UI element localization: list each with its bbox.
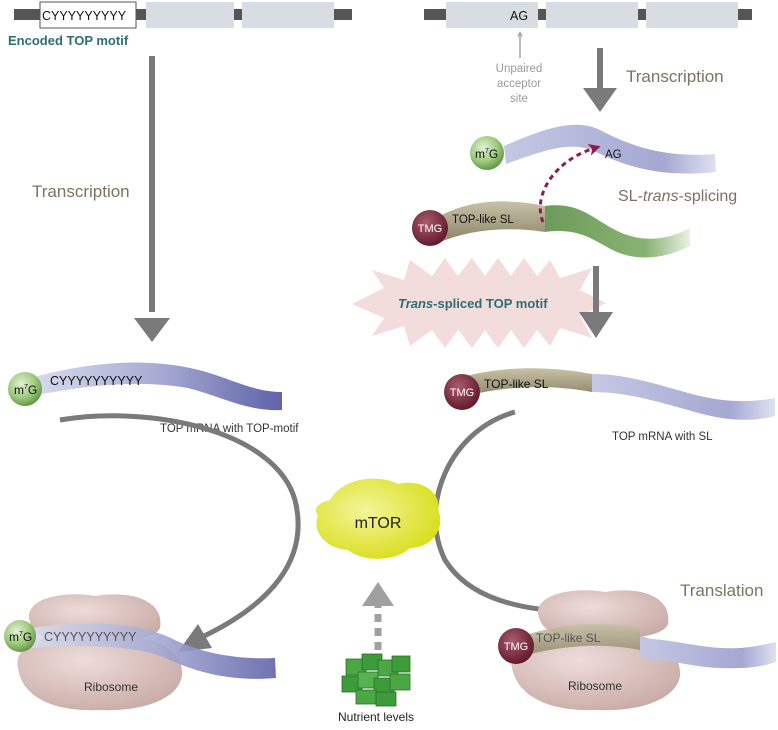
svg-text:TMG: TMG [450,387,474,399]
top-mrna-left-sequence: CYYYYYYYYYY [50,374,143,388]
nutrient-cubes [341,653,411,707]
gene-left: CYYYYYYYYY [14,1,352,29]
trans-spliced-burst [352,258,606,348]
svg-text:m7G: m7G [475,147,498,161]
svg-text:m7G: m7G [14,383,37,397]
transcription-label-right: Transcription [626,67,724,86]
ribosome-left-mrna [30,623,276,679]
pre-mrna-acceptor-ag: AG [605,149,622,161]
nutrient-signal-arrow-head [362,582,394,606]
sl-trans-splicing-label: SL-trans-splicing [618,188,737,205]
transcription-arrow-right-head [583,88,617,112]
top-like-sl-segment [440,201,545,242]
m7g-cap-mrna-left: m7G [8,372,42,406]
gene-right: AG [424,2,752,28]
trans-spliced-top-motif-label: Trans-spliced TOP motif [398,296,548,311]
svg-text:TMG: TMG [504,641,528,653]
unpaired-note-line2: acceptor [497,78,541,90]
encoded-top-motif-caption: Encoded TOP motif [8,33,129,48]
top-mrna-right-strand [592,374,775,420]
m7g-cap-premrna: m7G [470,136,504,170]
pre-mrna-strand [504,124,716,174]
ribosome-right-label: Ribosome [568,679,622,693]
ribosome-left-sequence: CYYYYYYYYYY [44,630,137,644]
acceptor-site-label: AG [510,9,528,23]
ribosome-right-sl-label: TOP-like SL [536,631,601,645]
svg-text:m7G: m7G [9,630,32,644]
tmg-cap-mrna-right: TMG [444,374,480,410]
trans-splicing-arrow [538,143,601,223]
nutrient-levels-label: Nutrient levels [338,710,414,724]
top-mrna-right-sl-segment [466,368,592,396]
spliced-leader-tail [545,205,690,258]
sl-label-splicing: TOP-like SL [452,214,514,226]
svg-text:TMG: TMG [418,223,442,235]
unpaired-note-line1: Unpaired [496,63,543,75]
translation-label: Translation [680,581,763,600]
tmg-cap-ribosome-right: TMG [498,628,534,664]
top-mrna-left-strand [30,362,282,411]
ribosome-left-label: Ribosome [84,680,138,694]
top-mrna-right-caption: TOP mRNA with SL [612,431,713,443]
tmg-cap-splicing: TMG [412,210,448,246]
mtor-complex [315,478,441,559]
unpaired-note-line3: site [510,93,528,105]
transcription-label-left: Transcription [32,182,130,201]
translation-arrow-left [59,413,301,641]
splice-to-mrna-arrow-head [579,312,613,338]
ribosome-right-mrna [640,638,776,669]
translation-arrow-right [432,409,566,615]
m7g-cap-ribosome-left: m7G [4,620,36,652]
transcription-arrow-left-head [134,318,170,342]
mtor-label: mTOR [355,515,402,532]
top-mrna-right-sl-label: TOP-like SL [484,377,549,391]
encoded-motif-sequence: CYYYYYYYYY [42,9,127,23]
ribosome-right-sl-segment [522,623,640,656]
